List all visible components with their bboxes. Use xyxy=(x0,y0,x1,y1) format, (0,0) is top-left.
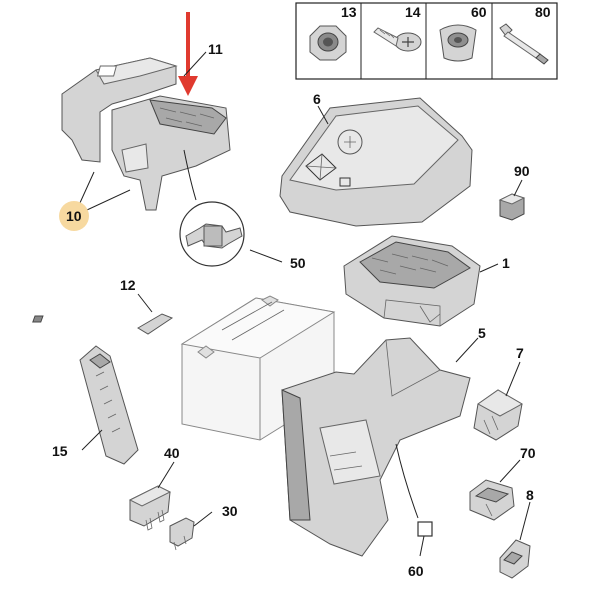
highlight-arrow xyxy=(178,12,198,96)
fastener-80-label: 80 xyxy=(535,4,551,20)
fuse-40-part xyxy=(128,485,172,531)
grommet-60-icon xyxy=(439,24,477,62)
fuse-holder-15-part xyxy=(79,345,139,465)
fuse-50-detail xyxy=(179,149,245,267)
fuse-30-part xyxy=(169,517,195,551)
rivet-80-icon xyxy=(499,23,549,65)
callout-40: 40 xyxy=(164,445,180,461)
relay-90-part xyxy=(498,193,526,221)
fastener-14-label: 14 xyxy=(405,4,421,20)
callout-6: 6 xyxy=(313,91,321,107)
callout-labels: 11 10 50 6 90 1 12 5 7 15 40 30 70 8 60 xyxy=(52,41,536,579)
fastener-inset: 13 14 60 80 xyxy=(295,2,558,80)
callout-8: 8 xyxy=(526,487,534,503)
connector-7-part xyxy=(473,389,524,441)
callout-15: 15 xyxy=(52,443,68,459)
callout-1: 1 xyxy=(502,255,510,271)
screw-14-icon xyxy=(373,27,422,52)
callout-60: 60 xyxy=(408,563,424,579)
callout-50: 50 xyxy=(290,255,306,271)
callout-12: 12 xyxy=(120,277,136,293)
battery-tray-part xyxy=(281,337,471,557)
connector-8-part xyxy=(499,539,531,579)
callout-5: 5 xyxy=(478,325,486,341)
fastener-60-label: 60 xyxy=(471,4,487,20)
callout-90: 90 xyxy=(514,163,530,179)
callout-30: 30 xyxy=(222,503,238,519)
callout-7: 7 xyxy=(516,345,524,361)
nut-13-icon xyxy=(309,25,347,61)
callout-70: 70 xyxy=(520,445,536,461)
engine-fuse-box-assembly xyxy=(61,57,231,211)
grommet-60-marker xyxy=(417,521,433,537)
fastener-13-label: 13 xyxy=(341,4,357,20)
bracket-12-part xyxy=(32,313,174,335)
callout-11: 11 xyxy=(208,41,223,57)
highlight-badge xyxy=(59,201,89,231)
fuse-box-part xyxy=(343,235,481,327)
callout-10: 10 xyxy=(66,208,82,224)
connector-70-part xyxy=(469,479,515,521)
battery-cover-part xyxy=(279,97,473,227)
